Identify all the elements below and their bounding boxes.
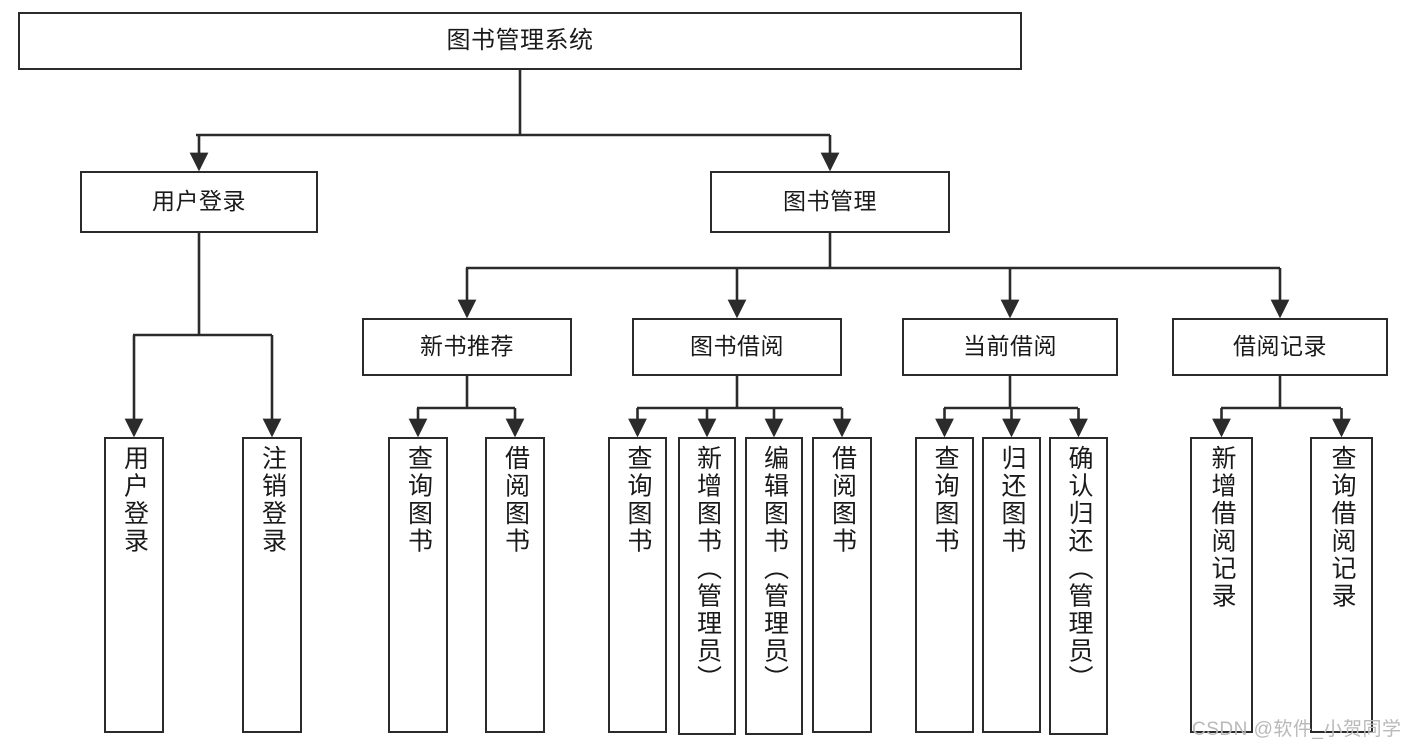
node-leaf-add-borrow-record[interactable]: 新增借阅记录 — [1190, 437, 1253, 733]
node-new-book-rec[interactable]: 新书推荐 — [362, 318, 572, 376]
node-leaf-logout-login-label: 注销登录 — [258, 445, 287, 555]
node-leaf-add-book-admin-label: 新增图书（管理员） — [693, 445, 722, 693]
node-user-login[interactable]: 用户登录 — [80, 171, 318, 233]
node-leaf-borrow-book-rec-label: 借阅图书 — [501, 445, 530, 555]
node-root[interactable]: 图书管理系统 — [18, 12, 1022, 70]
node-leaf-query-book-current-label: 查询图书 — [931, 445, 959, 555]
connector-lines — [124, 70, 1351, 438]
node-new-book-rec-label: 新书推荐 — [420, 333, 514, 360]
node-book-manage[interactable]: 图书管理 — [710, 171, 950, 233]
node-leaf-borrow-book-label: 借阅图书 — [828, 445, 857, 555]
node-leaf-add-book-admin[interactable]: 新增图书（管理员） — [678, 437, 736, 735]
csdn-watermark: CSDN @软件_小贺同学 — [1192, 719, 1402, 740]
node-leaf-query-borrow-record-label: 查询借阅记录 — [1328, 445, 1356, 610]
node-book-borrow-label: 图书借阅 — [690, 333, 784, 360]
node-leaf-return-book[interactable]: 归还图书 — [982, 437, 1041, 733]
node-leaf-query-book-rec[interactable]: 查询图书 — [388, 437, 448, 733]
node-leaf-user-login-label: 用户登录 — [120, 445, 149, 555]
node-leaf-confirm-return-admin[interactable]: 确认归还（管理员） — [1049, 437, 1108, 735]
node-borrow-record-label: 借阅记录 — [1233, 333, 1327, 360]
node-leaf-query-borrow-record[interactable]: 查询借阅记录 — [1310, 437, 1373, 733]
node-user-login-label: 用户登录 — [152, 188, 246, 215]
node-book-borrow[interactable]: 图书借阅 — [632, 318, 842, 376]
node-leaf-return-book-label: 归还图书 — [998, 445, 1026, 555]
node-root-label: 图书管理系统 — [446, 26, 594, 54]
node-leaf-query-book-borrow-label: 查询图书 — [624, 445, 652, 555]
node-leaf-user-login[interactable]: 用户登录 — [104, 437, 164, 733]
node-leaf-borrow-book[interactable]: 借阅图书 — [812, 437, 872, 733]
node-leaf-query-book-current[interactable]: 查询图书 — [915, 437, 974, 733]
node-leaf-logout-login[interactable]: 注销登录 — [242, 437, 302, 733]
node-leaf-confirm-return-admin-label: 确认归还（管理员） — [1065, 445, 1093, 693]
node-borrow-record[interactable]: 借阅记录 — [1172, 318, 1388, 376]
node-current-borrow[interactable]: 当前借阅 — [902, 318, 1118, 376]
node-current-borrow-label: 当前借阅 — [963, 333, 1057, 360]
node-leaf-query-book-borrow[interactable]: 查询图书 — [608, 437, 667, 733]
node-leaf-query-book-rec-label: 查询图书 — [404, 445, 433, 555]
node-leaf-borrow-book-rec[interactable]: 借阅图书 — [485, 437, 545, 733]
node-leaf-edit-book-admin-label: 编辑图书（管理员） — [760, 445, 789, 693]
node-leaf-add-borrow-record-label: 新增借阅记录 — [1208, 445, 1236, 610]
node-book-manage-label: 图书管理 — [783, 188, 877, 215]
node-leaf-edit-book-admin[interactable]: 编辑图书（管理员） — [745, 437, 803, 735]
